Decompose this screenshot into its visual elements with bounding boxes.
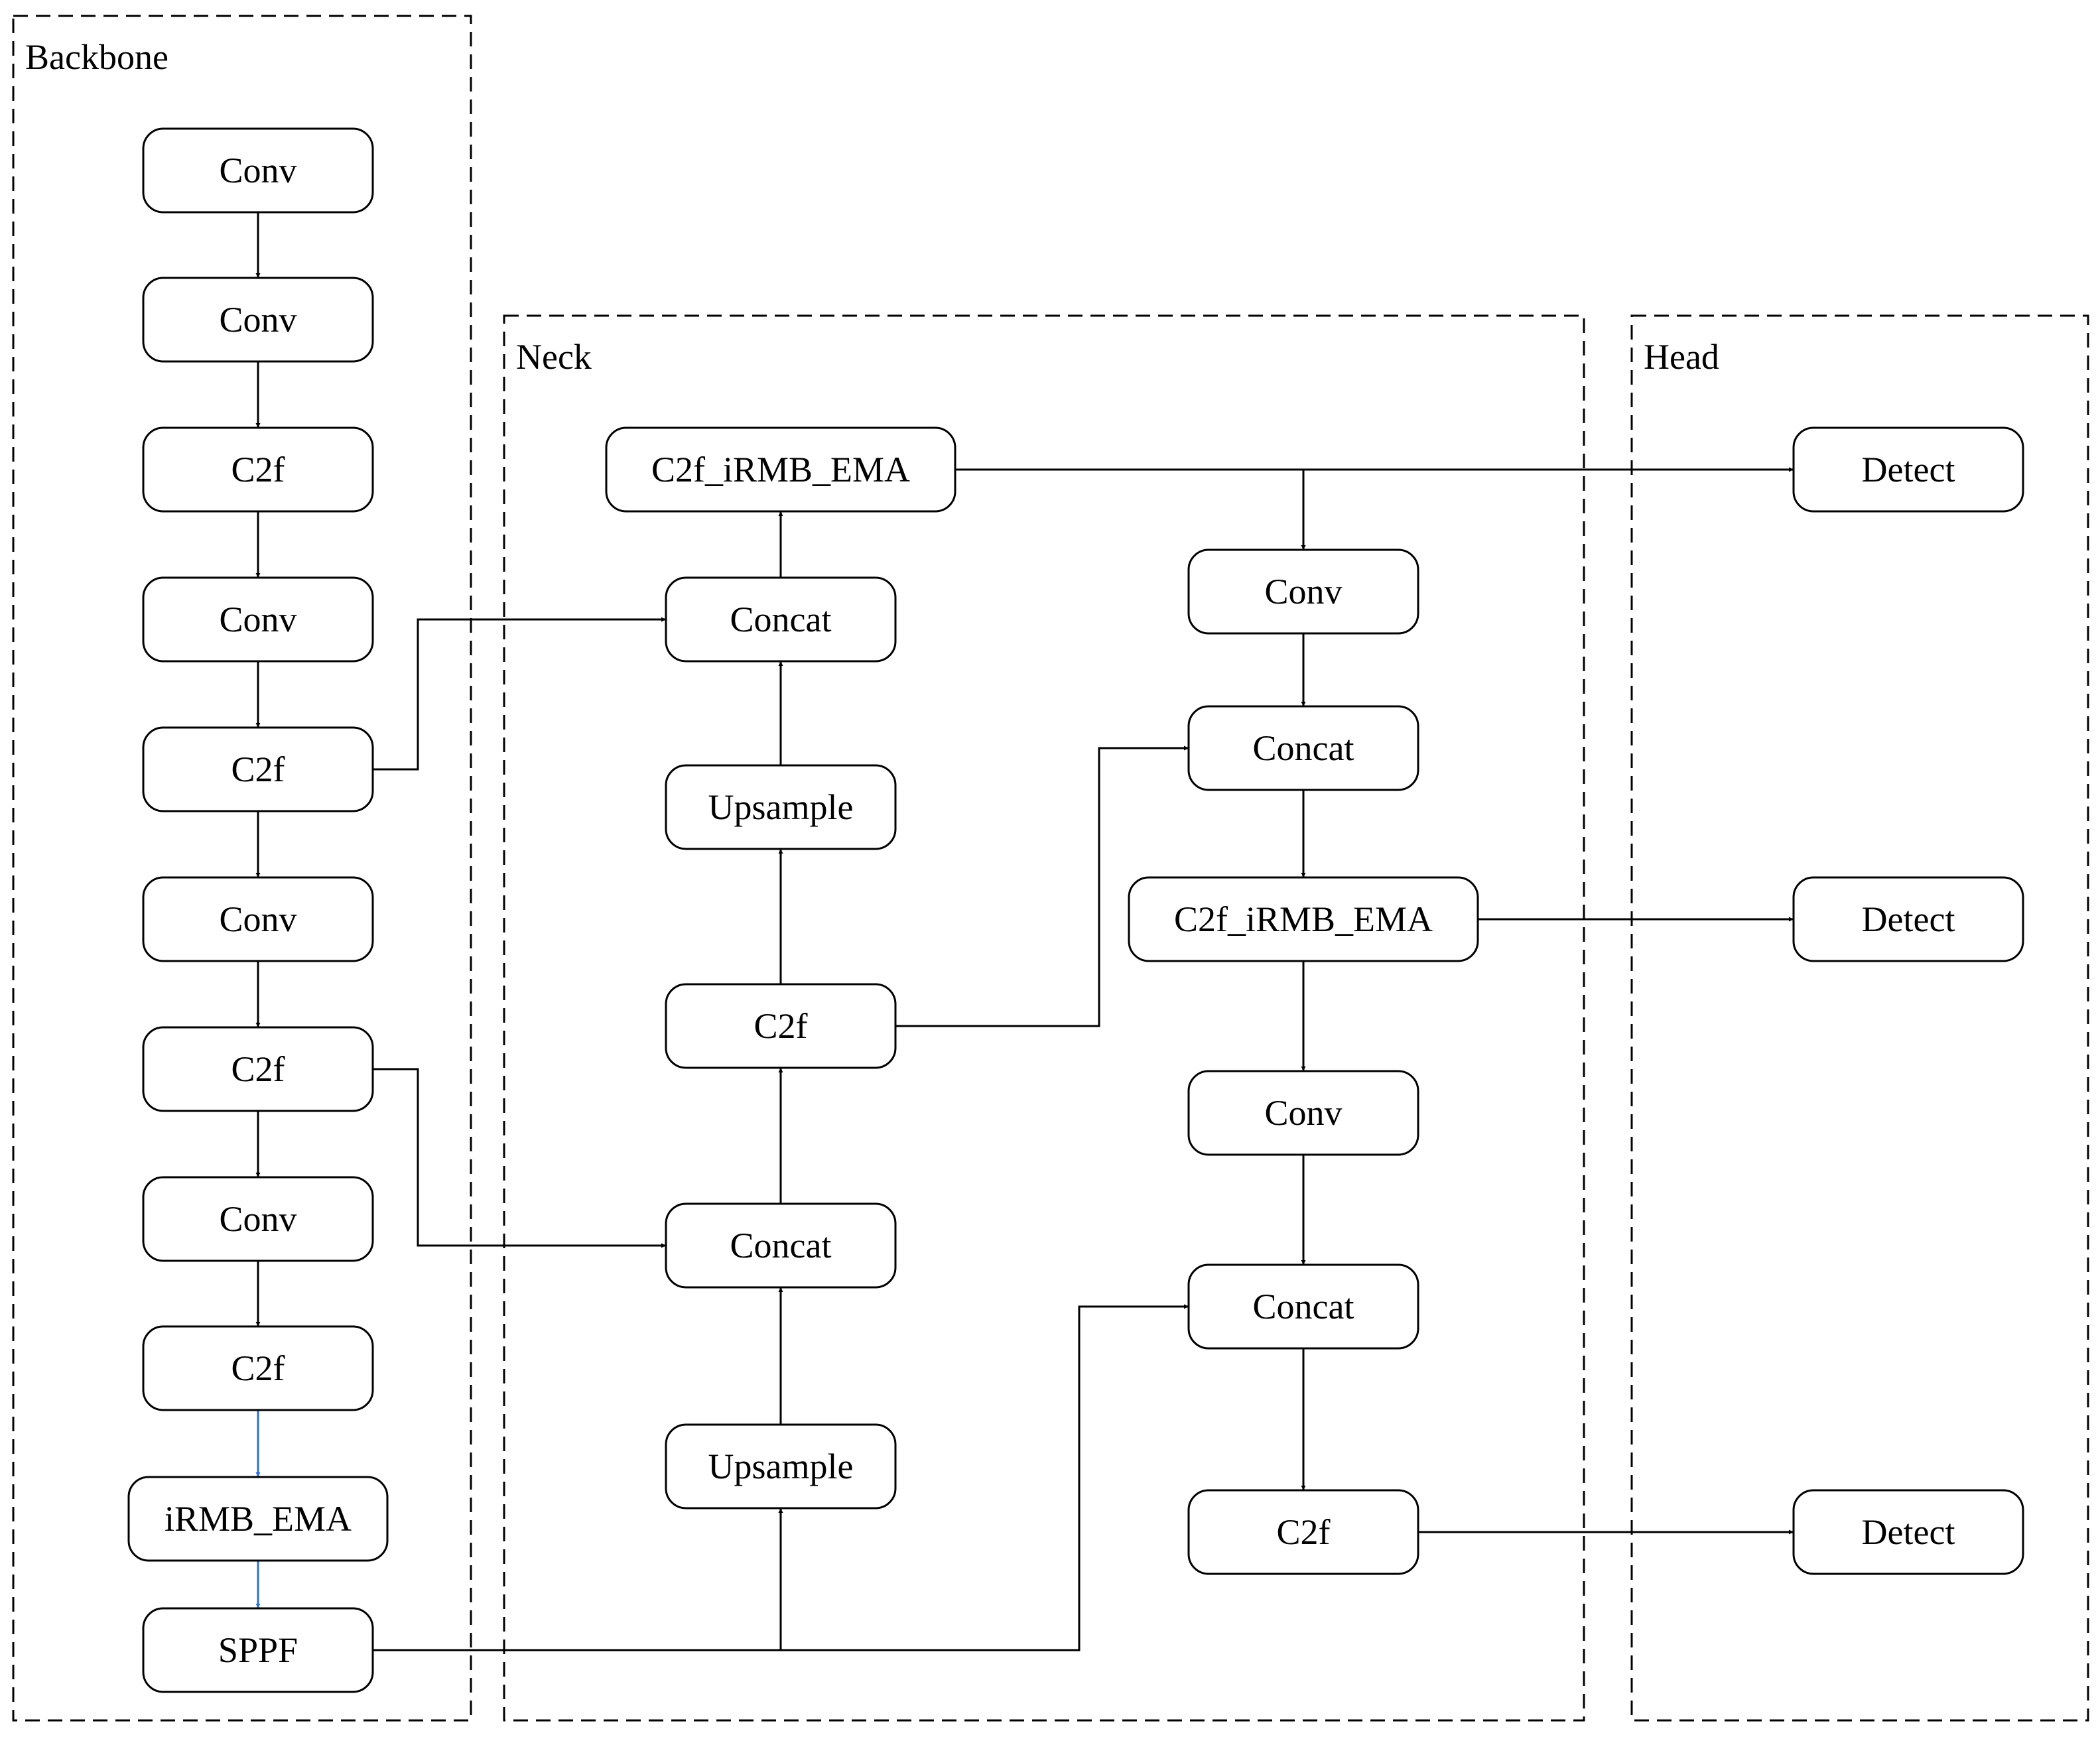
- node-box-b-c2f3: [142, 1026, 374, 1112]
- node-box-n-conv2: [1187, 1070, 1419, 1156]
- node-box-b-c2f4: [142, 1325, 374, 1411]
- node-label-b-sppf: SPPF: [218, 1630, 298, 1670]
- group-backbone: Backbone: [12, 15, 472, 1722]
- node-box-n-upsample1: [665, 764, 897, 850]
- node-b-irmb: iRMB_EMA: [127, 1476, 389, 1562]
- node-label-h-detect3: Detect: [1862, 1512, 1955, 1552]
- edge-n-c2f-to-n-concat3: [895, 745, 1189, 1027]
- nodes-layer: ConvConvC2fConvC2fConvC2fConvC2fiRMB_EMA…: [127, 127, 2024, 1693]
- node-b-conv4: Conv: [142, 876, 374, 962]
- node-label-h-detect2: Detect: [1862, 899, 1955, 939]
- node-n-c2f2: C2f: [1187, 1489, 1419, 1575]
- node-n-concat2: Concat: [665, 1202, 897, 1289]
- node-b-c2f1: C2f: [142, 426, 374, 513]
- node-box-n-concat1: [665, 576, 897, 663]
- node-box-b-conv4: [142, 876, 374, 962]
- node-box-b-irmb: [127, 1476, 389, 1562]
- edges-layer: [255, 212, 1794, 1651]
- node-label-n-c2f: C2f: [754, 1006, 808, 1046]
- node-box-h-detect1: [1792, 426, 2024, 513]
- node-n-c2f-irmb1: C2f_iRMB_EMA: [605, 426, 956, 513]
- node-box-n-c2f: [665, 983, 897, 1069]
- node-label-b-conv1: Conv: [219, 151, 296, 190]
- edge-b-c2f3-to-n-concat2: [373, 1068, 666, 1248]
- group-label-head: Head: [1644, 337, 1719, 377]
- node-label-h-detect1: Detect: [1862, 450, 1955, 489]
- node-label-b-irmb: iRMB_EMA: [164, 1499, 352, 1539]
- node-box-h-detect2: [1792, 876, 2024, 962]
- node-box-b-c2f2: [142, 726, 374, 812]
- node-label-n-concat3: Concat: [1253, 728, 1354, 768]
- node-label-n-upsample1: Upsample: [708, 787, 854, 827]
- node-b-conv1: Conv: [142, 127, 374, 214]
- node-b-conv5: Conv: [142, 1176, 374, 1262]
- node-n-conv2: Conv: [1187, 1070, 1419, 1156]
- node-box-b-c2f1: [142, 426, 374, 513]
- node-box-n-concat2: [665, 1202, 897, 1289]
- group-frame-head: [1630, 314, 2089, 1722]
- edge-b-sppf-to-n-concat4: [781, 1304, 1189, 1651]
- node-label-b-conv3: Conv: [219, 600, 296, 639]
- node-label-n-upsample2: Upsample: [708, 1447, 854, 1486]
- node-b-conv2: Conv: [142, 277, 374, 363]
- node-label-b-conv4: Conv: [219, 899, 296, 939]
- node-box-n-conv1: [1187, 548, 1419, 635]
- node-box-n-c2f-irmb1: [605, 426, 956, 513]
- node-b-c2f2: C2f: [142, 726, 374, 812]
- node-label-n-c2f2: C2f: [1277, 1512, 1331, 1552]
- node-label-b-c2f1: C2f: [231, 450, 285, 489]
- node-b-c2f3: C2f: [142, 1026, 374, 1112]
- node-box-b-conv1: [142, 127, 374, 214]
- node-h-detect1: Detect: [1792, 426, 2024, 513]
- node-box-b-conv3: [142, 576, 374, 663]
- node-label-n-concat1: Concat: [730, 600, 832, 639]
- node-label-n-conv1: Conv: [1264, 572, 1342, 611]
- node-n-concat4: Concat: [1187, 1263, 1419, 1350]
- node-b-sppf: SPPF: [142, 1607, 374, 1693]
- node-b-c2f4: C2f: [142, 1325, 374, 1411]
- group-frame-neck: [503, 314, 1585, 1722]
- node-n-conv1: Conv: [1187, 548, 1419, 635]
- group-label-backbone: Backbone: [25, 37, 168, 77]
- node-h-detect3: Detect: [1792, 1489, 2024, 1575]
- node-box-n-c2f2: [1187, 1489, 1419, 1575]
- node-box-b-conv2: [142, 277, 374, 363]
- node-box-h-detect3: [1792, 1489, 2024, 1575]
- node-box-n-concat3: [1187, 705, 1419, 791]
- group-neck: Neck: [503, 314, 1585, 1722]
- node-n-c2f-irmb2: C2f_iRMB_EMA: [1128, 876, 1479, 962]
- node-n-upsample2: Upsample: [665, 1423, 897, 1510]
- node-label-b-c2f3: C2f: [231, 1049, 285, 1089]
- node-box-n-upsample2: [665, 1423, 897, 1510]
- node-label-b-c2f4: C2f: [231, 1348, 285, 1388]
- node-label-n-c2f-irmb1: C2f_iRMB_EMA: [651, 450, 910, 489]
- node-label-b-c2f2: C2f: [231, 749, 285, 789]
- node-n-concat1: Concat: [665, 576, 897, 663]
- node-n-c2f: C2f: [665, 983, 897, 1069]
- node-label-n-conv2: Conv: [1264, 1093, 1342, 1133]
- node-b-conv3: Conv: [142, 576, 374, 663]
- node-label-n-concat4: Concat: [1253, 1287, 1354, 1326]
- group-label-neck: Neck: [516, 337, 592, 377]
- group-frame-backbone: [12, 15, 472, 1722]
- edge-b-c2f2-to-n-concat1: [373, 617, 666, 771]
- node-label-b-conv5: Conv: [219, 1199, 296, 1239]
- group-head: Head: [1630, 314, 2089, 1722]
- node-label-b-conv2: Conv: [219, 300, 296, 340]
- edge-b-sppf-to-n-upsample2: [373, 1508, 783, 1651]
- node-h-detect2: Detect: [1792, 876, 2024, 962]
- node-box-n-concat4: [1187, 1263, 1419, 1350]
- node-n-concat3: Concat: [1187, 705, 1419, 791]
- node-n-upsample1: Upsample: [665, 764, 897, 850]
- node-box-b-sppf: [142, 1607, 374, 1693]
- node-box-b-conv5: [142, 1176, 374, 1262]
- node-label-n-c2f-irmb2: C2f_iRMB_EMA: [1174, 899, 1433, 939]
- node-box-n-c2f-irmb2: [1128, 876, 1479, 962]
- node-label-n-concat2: Concat: [730, 1226, 832, 1265]
